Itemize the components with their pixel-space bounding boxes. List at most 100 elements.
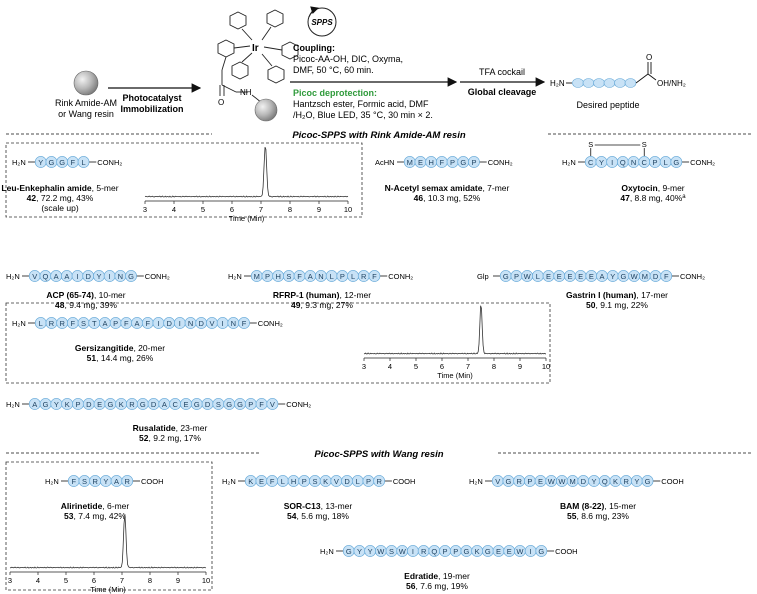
residue-G: G	[621, 272, 627, 281]
residue-D: D	[581, 477, 587, 486]
residue-G: G	[128, 272, 134, 281]
hplc-axis-title: Time (Min)	[437, 371, 473, 380]
peptide-name-line: BAM (8-22), 15-mer	[560, 501, 636, 511]
peptide-name-line: ACP (65-74), 10-mer	[46, 290, 125, 300]
residue-V: V	[334, 477, 339, 486]
peptide-yield: , 8.6 mg, 23%	[577, 511, 630, 521]
residue-bead	[125, 270, 137, 282]
product-bead	[582, 78, 595, 88]
resin-label-2: or Wang resin	[58, 109, 114, 119]
peptide-length: , 6-mer	[102, 501, 129, 511]
sulfur-label: S	[642, 140, 647, 149]
peptide-yield-line: 55, 8.6 mg, 23%	[567, 511, 629, 521]
residue-R: R	[516, 477, 522, 486]
peptide-yield: , 5.6 mg, 18%	[297, 511, 350, 521]
residue-W: W	[399, 547, 407, 556]
residue-I: I	[77, 272, 79, 281]
residue-bead	[670, 156, 683, 168]
peptide-name-line: Alirinetide, 6-mer	[61, 501, 130, 511]
peptide-yield-line: 48, 9.4 mg, 39%	[55, 300, 117, 310]
peptide-yield: , 9.3 mg, 27%	[301, 300, 354, 310]
product-bead	[624, 78, 637, 88]
residue-Y: Y	[103, 477, 108, 486]
peptide-length: , 13-mer	[321, 501, 353, 511]
residue-R: R	[376, 477, 382, 486]
residue-W: W	[377, 547, 385, 556]
c-terminus: COOH	[661, 477, 684, 486]
residue-V: V	[270, 400, 275, 409]
residue-P: P	[366, 477, 371, 486]
residue-G: G	[460, 158, 466, 167]
residue-P: P	[471, 158, 476, 167]
residue-C: C	[172, 400, 178, 409]
c-terminus: CONH₂	[690, 158, 715, 167]
residue-W: W	[516, 547, 524, 556]
compound-number: 48	[55, 300, 65, 310]
hplc-tick-label: 10	[344, 205, 352, 214]
residue-F: F	[71, 319, 76, 328]
residue-N: N	[318, 272, 323, 281]
residue-F: F	[242, 319, 247, 328]
residue-V: V	[209, 319, 214, 328]
compound-number: 52	[139, 433, 149, 443]
residue-bead	[77, 156, 90, 168]
residue-F: F	[124, 319, 129, 328]
residue-L: L	[351, 272, 355, 281]
peptide-name: SOR-C13	[284, 501, 321, 511]
residue-E: E	[589, 272, 594, 281]
c-terminus: COOH	[393, 477, 416, 486]
resin-label-1: Rink Amide-AM	[55, 98, 117, 108]
coupling-line-1: Picoc-AA-OH, DIC, Oxyma,	[293, 54, 403, 64]
n-terminus: H₂N	[12, 319, 26, 328]
hplc-tick-label: 4	[36, 576, 40, 585]
residue-R: R	[49, 319, 55, 328]
peptide-name: N-Acetyl semax amidate	[385, 183, 483, 193]
peptide-yield: , 8.8 mg, 40%	[630, 193, 683, 203]
residue-P: P	[302, 477, 307, 486]
peptide-name: ACP (65-74)	[46, 290, 94, 300]
iridium-catalyst-structure	[217, 9, 299, 96]
n-terminus: H₂N	[45, 477, 59, 486]
residue-W: W	[558, 477, 566, 486]
residue-R: R	[361, 272, 367, 281]
hplc-trace	[144, 147, 349, 198]
residue-D: D	[166, 319, 172, 328]
product-h2n: H₂N	[550, 79, 565, 88]
step1-label-1: Photocatalyst	[122, 93, 181, 103]
n-terminus: H₂N	[12, 158, 26, 167]
residue-F: F	[145, 319, 150, 328]
residue-P: P	[450, 158, 455, 167]
residue-G: G	[673, 158, 679, 167]
hplc-tick-label: 6	[230, 205, 234, 214]
hplc-tick-label: 6	[440, 362, 444, 371]
residue-D: D	[199, 319, 205, 328]
c-terminus: CONH₂	[488, 158, 513, 167]
c-terminus: CONH₂	[258, 319, 283, 328]
peptide-yield-line: 46, 10.3 mg, 52%	[414, 193, 481, 203]
residue-M: M	[570, 477, 576, 486]
residue-W: W	[548, 477, 556, 486]
peptide-yield: , 7.4 mg, 42%	[74, 511, 127, 521]
residue-N: N	[118, 272, 123, 281]
compound-number: 54	[287, 511, 297, 521]
residue-G: G	[645, 477, 651, 486]
residue-L: L	[39, 319, 43, 328]
residue-P: P	[248, 400, 253, 409]
residue-D: D	[205, 400, 211, 409]
peptide-name-line: Edratide, 19-mer	[404, 571, 470, 581]
residue-G: G	[485, 547, 491, 556]
residue-Y: Y	[599, 158, 604, 167]
residue-Y: Y	[634, 477, 639, 486]
residue-L: L	[664, 158, 668, 167]
hplc-tick-label: 4	[388, 362, 392, 371]
product-bead	[572, 78, 584, 88]
residue-P: P	[340, 272, 345, 281]
residue-G: G	[506, 477, 512, 486]
